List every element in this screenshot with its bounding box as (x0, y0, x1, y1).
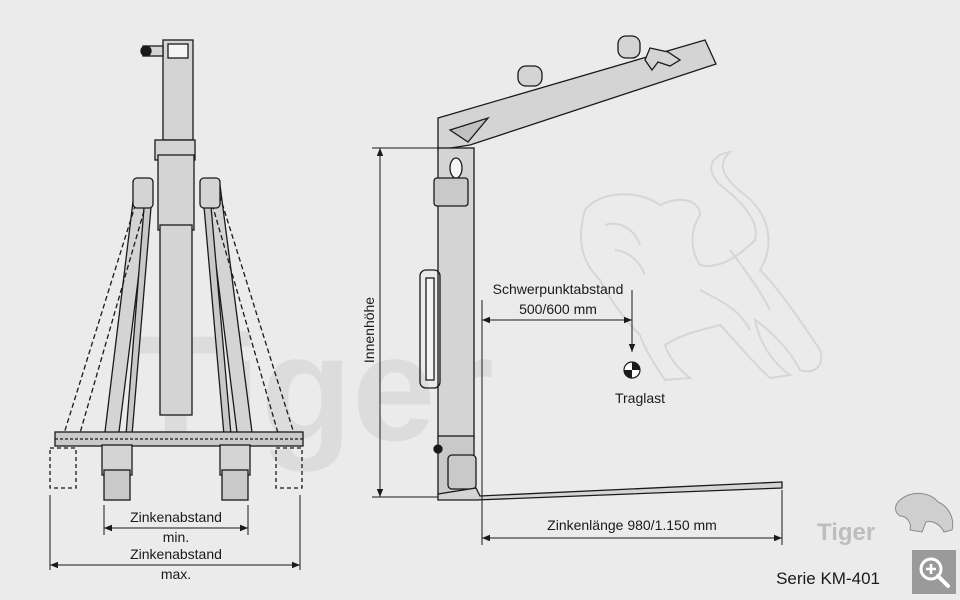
innenhoehe-label: Innenhöhe (361, 297, 377, 363)
schwerpunktabstand-title: Schwerpunktabstand (493, 281, 624, 297)
zoom-button[interactable] (912, 550, 956, 594)
zinkenlaenge-label: Zinkenlänge 980/1.150 mm (547, 517, 717, 533)
front-view (49, 39, 304, 501)
zinkenabstand-min-title: Zinkenabstand (130, 509, 222, 525)
logo-text: Tiger (817, 519, 875, 546)
zinkenabstand-max-title: Zinkenabstand (130, 546, 222, 562)
logo-tiger-icon (895, 493, 954, 533)
series-label: Serie KM-401 (776, 569, 880, 588)
tiger-watermark-icon (580, 150, 823, 382)
zinkenabstand-max-suffix: max. (161, 566, 191, 582)
zinkenabstand-min-suffix: min. (163, 529, 189, 545)
side-dimensions (372, 147, 783, 545)
side-view (419, 35, 783, 501)
center-of-gravity-icon (623, 361, 641, 379)
traglast-label: Traglast (615, 390, 665, 406)
front-dimensions (49, 495, 301, 570)
zoom-in-icon (919, 557, 950, 588)
schwerpunktabstand-value: 500/600 mm (519, 301, 597, 317)
